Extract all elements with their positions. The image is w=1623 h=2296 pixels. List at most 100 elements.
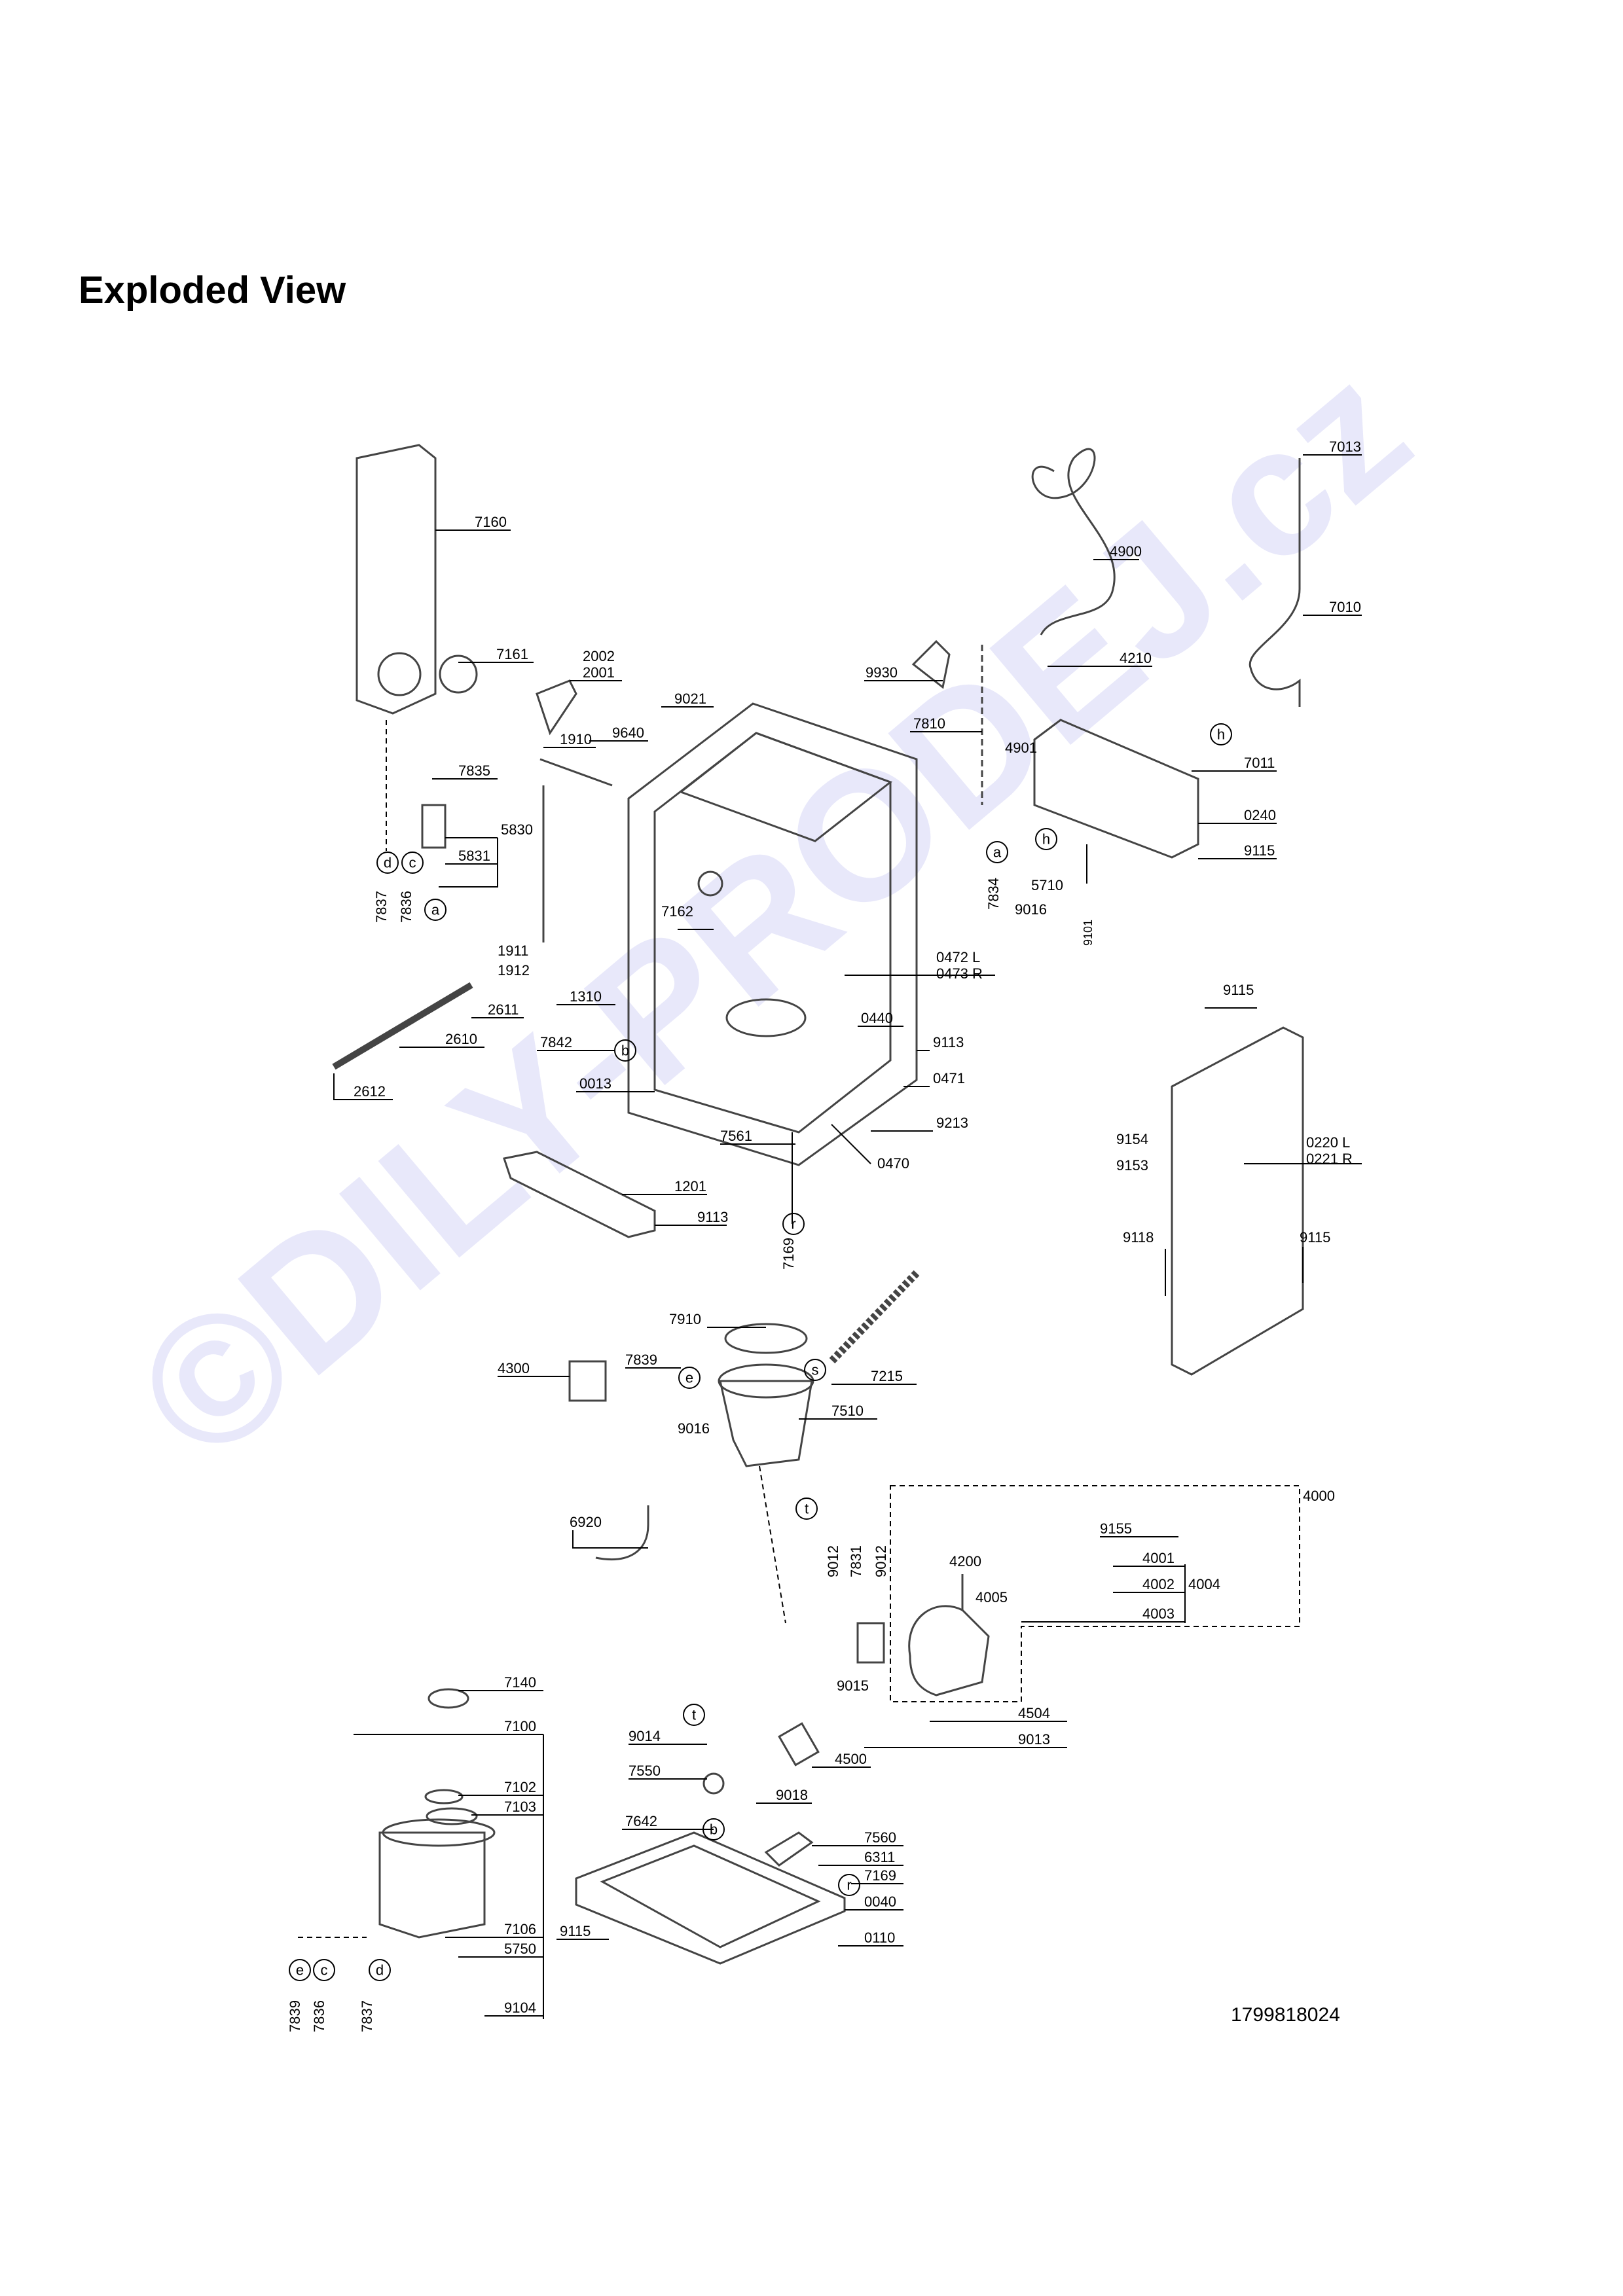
- label-0440: 0440: [861, 1010, 893, 1026]
- label-4500: 4500: [835, 1751, 867, 1767]
- svg-text:d: d: [376, 1962, 384, 1979]
- label-9115d: 9115: [560, 1923, 591, 1939]
- label-1201: 1201: [674, 1178, 706, 1194]
- label-4210: 4210: [1120, 650, 1152, 666]
- marker-d-2: d: [369, 1959, 391, 1981]
- svg-text:c: c: [409, 855, 416, 871]
- label-5710: 5710: [1031, 877, 1063, 893]
- label-9113b: 9113: [697, 1209, 728, 1225]
- label-7561: 7561: [720, 1128, 752, 1144]
- label-7839b: 7839: [287, 2000, 303, 2032]
- label-9012b: 9012: [873, 1545, 889, 1577]
- drawing-7160-hub: [377, 652, 422, 696]
- drawing-4500-part: [778, 1722, 820, 1767]
- label-9014: 9014: [629, 1728, 661, 1744]
- label-7839a: 7839: [625, 1352, 657, 1368]
- label-9013: 9013: [1018, 1731, 1050, 1748]
- drawing-7162-drain: [697, 870, 723, 897]
- drawing-tub-sump: [725, 998, 807, 1037]
- label-5830: 5830: [501, 821, 533, 838]
- leader-lines: [298, 454, 1362, 2019]
- label-7169b: 7169: [864, 1867, 896, 1884]
- drawing-7831-hose: [856, 1622, 885, 1664]
- label-7837a: 7837: [373, 891, 390, 923]
- label-7011: 7011: [1244, 755, 1275, 771]
- label-7102: 7102: [504, 1779, 536, 1795]
- label-1310: 1310: [570, 988, 602, 1005]
- part-labels: 7160 7161 2002 2001 9021 1910 9640 7835 …: [287, 439, 1361, 2032]
- label-7842: 7842: [540, 1034, 572, 1050]
- label-7642: 7642: [625, 1813, 657, 1829]
- marker-r-1: r: [782, 1213, 805, 1235]
- label-7510: 7510: [831, 1403, 864, 1419]
- drawing-7550-part: [702, 1772, 725, 1795]
- label-6311: 6311: [864, 1849, 895, 1865]
- drawing-7910-gasket: [724, 1323, 808, 1354]
- drawing-7100-softener-top: [382, 1818, 496, 1847]
- label-9115c: 9115: [1300, 1229, 1330, 1246]
- label-0471: 0471: [933, 1070, 965, 1086]
- label-9153: 9153: [1116, 1157, 1148, 1174]
- leader-0470: [831, 1124, 871, 1164]
- marker-b-2: b: [702, 1818, 725, 1840]
- drawing-7102-ring: [424, 1789, 464, 1804]
- drawing-tub-inner: [653, 732, 892, 1134]
- marker-b-1: b: [614, 1039, 636, 1062]
- label-2612: 2612: [354, 1083, 386, 1100]
- label-7910: 7910: [669, 1311, 701, 1327]
- label-2001: 2001: [583, 664, 615, 681]
- label-9213: 9213: [936, 1115, 968, 1131]
- drawing-7215-hose: [828, 1270, 920, 1365]
- label-9101: 9101: [1082, 920, 1095, 946]
- label-2610: 2610: [445, 1031, 477, 1047]
- label-7010: 7010: [1329, 599, 1361, 615]
- drawing-6920-hose: [595, 1505, 649, 1561]
- label-7836a: 7836: [398, 891, 414, 923]
- label-5831: 5831: [458, 848, 490, 864]
- drawing-0040-base-inner: [600, 1844, 821, 1948]
- drawing-4300-heater: [568, 1360, 607, 1402]
- label-0470: 0470: [877, 1155, 909, 1172]
- marker-r-2: r: [838, 1874, 860, 1896]
- label-9012a: 9012: [825, 1545, 841, 1577]
- marker-c-2: c: [313, 1959, 335, 1981]
- label-0220: 0220 L: [1306, 1134, 1350, 1151]
- label-9015: 9015: [837, 1677, 869, 1694]
- marker-a-1: a: [424, 899, 447, 921]
- drawing-7160-side-panel: [356, 444, 437, 715]
- label-6920: 6920: [570, 1514, 602, 1530]
- drawing-7010-cable: [1249, 458, 1301, 707]
- marker-e-1: e: [678, 1367, 701, 1389]
- label-4300: 4300: [498, 1360, 530, 1376]
- drawing-2001-hinge: [536, 679, 577, 736]
- label-7140: 7140: [504, 1674, 536, 1691]
- svg-text:r: r: [847, 1877, 851, 1893]
- drawing-1201-kickplate: [503, 1151, 656, 1238]
- svg-text:a: a: [431, 902, 440, 918]
- drawing-2610-bar: [332, 982, 473, 1070]
- label-5750: 5750: [504, 1941, 536, 1957]
- svg-text:e: e: [685, 1370, 693, 1386]
- label-7103: 7103: [504, 1799, 536, 1815]
- drawing-7140-cap: [428, 1688, 469, 1709]
- label-2002: 2002: [583, 648, 615, 664]
- connection-markers: a c d b r h a h: [289, 723, 1232, 1981]
- label-9016b: 9016: [678, 1420, 710, 1437]
- drawing-4900-cable: [1031, 448, 1116, 636]
- svg-text:a: a: [993, 844, 1002, 861]
- label-9115b: 9115: [1223, 982, 1254, 998]
- label-9018: 9018: [776, 1787, 808, 1803]
- label-7215: 7215: [871, 1368, 903, 1384]
- label-7835: 7835: [458, 762, 490, 779]
- drawing-0220-door: [1171, 1026, 1304, 1376]
- svg-text:t: t: [692, 1707, 696, 1723]
- page-title: Exploded View: [79, 269, 346, 312]
- label-0240: 0240: [1244, 807, 1276, 823]
- label-9021: 9021: [674, 691, 706, 707]
- svg-text:c: c: [321, 1962, 328, 1979]
- label-7160: 7160: [475, 514, 507, 530]
- label-7831: 7831: [848, 1545, 864, 1577]
- drawing-9930-bracket: [911, 639, 951, 689]
- label-0040: 0040: [864, 1893, 896, 1910]
